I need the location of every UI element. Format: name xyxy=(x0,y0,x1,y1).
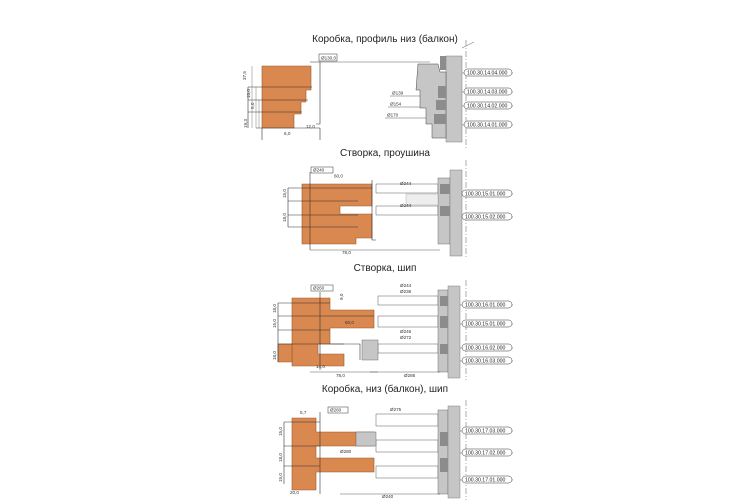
cutter-stack xyxy=(415,40,475,150)
dim-left-2: 15,0 xyxy=(246,89,251,98)
section-2-cutter xyxy=(375,160,467,258)
s2-code-label-2: 100.30.15.02.000 xyxy=(465,214,506,220)
dim-d2: Ø154 xyxy=(390,102,402,107)
s4-code-label-3: 100.30.17.01.000 xyxy=(465,477,506,483)
s3-code-label-2: 100.30.15.01.000 xyxy=(465,321,506,327)
left-dimension-ladder xyxy=(251,66,260,128)
dim-box-s4 xyxy=(327,406,349,414)
dim-left-1: 37,5 xyxy=(242,71,247,80)
dim-bottom-1: 6,0 xyxy=(284,131,291,136)
section-2-profile xyxy=(287,172,376,250)
dim-s2-d2: Ø244 xyxy=(400,203,412,208)
section-3-cutter xyxy=(361,280,467,380)
dim-left-3: 5,0 xyxy=(250,102,255,109)
section-2-code-labels xyxy=(461,189,513,221)
section-4-profile xyxy=(283,412,375,494)
section-4-cutter xyxy=(340,400,467,500)
dim-s4-d2: Ø280 xyxy=(340,449,352,454)
dim-s4-bottom: 20,0 xyxy=(290,490,299,495)
dim-bottom-2: 12,0 xyxy=(306,124,315,129)
code-label-2: 100.30.14.03.000 xyxy=(467,89,508,95)
dim-s3-d3: Ø246 xyxy=(400,329,412,334)
dim-s3-bottom1: 14,0 xyxy=(316,364,325,369)
dim-s2-top1: Ø240 xyxy=(313,168,325,173)
dim-s2-left1: 15,0 xyxy=(282,189,287,198)
dim-box-260 xyxy=(310,284,334,292)
diameter-leaders xyxy=(320,61,430,119)
code-labels xyxy=(462,68,513,129)
dim-s3-d2: Ø236 xyxy=(400,289,412,294)
dim-s3-d1: Ø244 xyxy=(400,283,412,288)
section-title-frame-bottom-profile: Коробка, профиль низ (балкон) xyxy=(312,34,458,45)
section-title-sash-tenon: Створка, шип xyxy=(353,263,417,274)
section-3-code-labels xyxy=(460,300,513,365)
dim-s4-left3: 15,0 xyxy=(278,473,283,482)
dim-s3-left3: 18,0 xyxy=(272,351,277,360)
code-label-1: 100.30.14.04.000 xyxy=(467,70,508,76)
dim-box-240 xyxy=(310,166,334,174)
section-title-frame-bottom-tenon: Коробка, низ (балкон), шип xyxy=(321,384,449,395)
dim-s4-top1: 5,7 xyxy=(300,410,307,415)
dim-s3-top2: 9,0 xyxy=(339,293,344,300)
dim-s4-left1: 15,0 xyxy=(278,427,283,436)
dim-s4-d1: Ø275 xyxy=(390,407,402,412)
wood-profile xyxy=(261,65,312,129)
dim-s2-left2: 18,0 xyxy=(282,213,287,222)
s4-code-label-1: 100.30.17.03.000 xyxy=(465,428,506,434)
dim-left-4: 19,3 xyxy=(243,119,248,128)
dim-s2-bottom: 78,0 xyxy=(342,250,351,255)
dim-d3: Ø170 xyxy=(387,113,399,118)
dim-s4-base: Ø240 xyxy=(382,494,394,499)
dim-s3-bottom2: 78,0 xyxy=(336,373,345,378)
dim-s2-d1: Ø244 xyxy=(400,181,412,186)
code-label-4: 100.30.14.01.000 xyxy=(467,122,508,128)
s3-code-label-1: 100.30.16.01.000 xyxy=(465,302,506,308)
code-label-3: 100.30.14.02.000 xyxy=(467,103,508,109)
dim-s3-left2: 15,0 xyxy=(272,319,277,328)
s4-code-label-2: 100.30.17.02.000 xyxy=(465,450,506,456)
section-4-code-labels xyxy=(460,426,513,484)
section-3-profile xyxy=(277,292,375,370)
dim-box-top xyxy=(318,53,338,62)
dim-top: Ø130,0 xyxy=(321,56,337,61)
section-title-sash-slot: Створка, проушина xyxy=(340,148,430,159)
dim-s4-top2: Ø260 xyxy=(330,408,342,413)
cutter-outline xyxy=(247,61,321,140)
dim-d1: Ø139 xyxy=(392,91,404,96)
dim-s2-top2: 60,0 xyxy=(334,174,343,179)
dim-s3-mid: 60,0 xyxy=(345,320,354,325)
dim-s3-left1: 18,0 xyxy=(272,304,277,313)
s3-code-label-4: 100.30.16.03.000 xyxy=(465,358,506,364)
dim-s3-base: Ø286 xyxy=(404,373,416,378)
s2-code-label-1: 100.30.15.01.000 xyxy=(465,191,506,197)
dim-s3-top1: Ø260 xyxy=(313,286,325,291)
s3-code-label-3: 100.30.16.02.000 xyxy=(465,345,506,351)
dim-s4-left2: 18,0 xyxy=(278,453,283,462)
dim-s3-d4: Ø272 xyxy=(400,335,412,340)
